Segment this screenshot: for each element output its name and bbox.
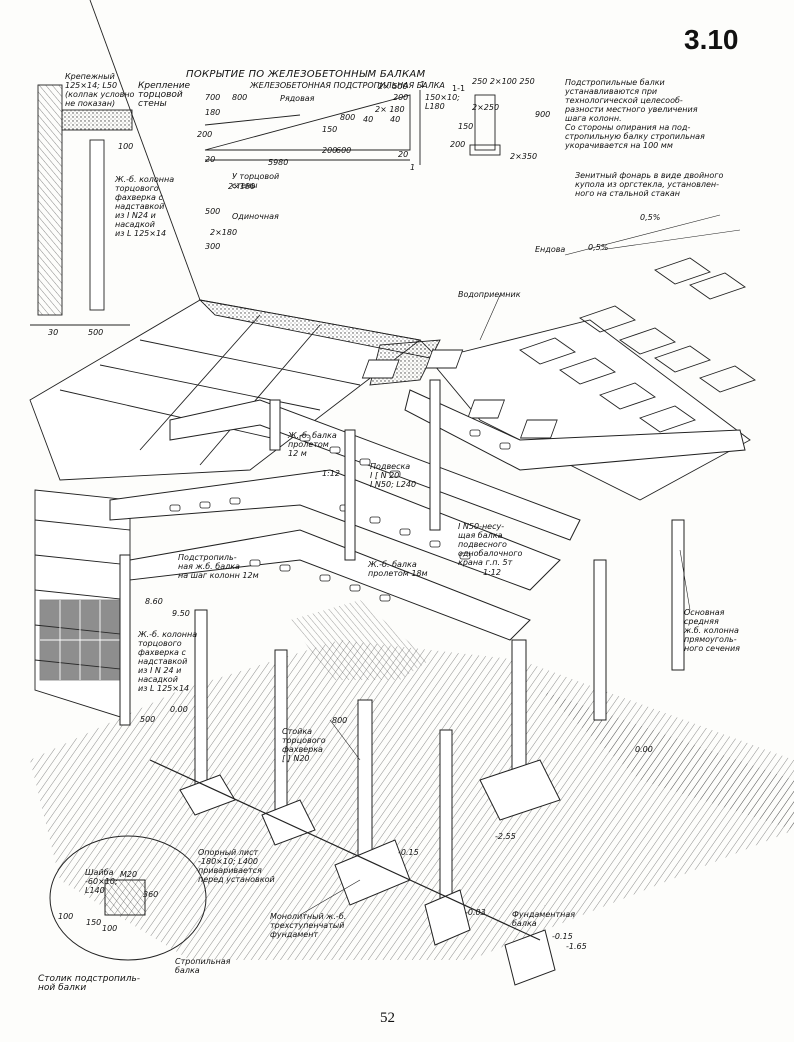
level-0-00-b: 0.00 — [635, 745, 653, 754]
section-mark: 1-1 — [452, 84, 466, 93]
end-wall-label: У торцовой стены — [232, 172, 280, 190]
beam-12m-label: Ж.-б. балка пролетом 12 м — [288, 431, 337, 458]
dim-180: 180 — [205, 108, 221, 117]
level-500: 500 — [140, 715, 156, 724]
page-number: 52 — [380, 1010, 395, 1026]
dim-2x180: 2×180 — [228, 182, 256, 191]
end-column-label: Ж.-б. колонна торцового фахверка с надст… — [138, 630, 198, 693]
single-label: Одиночная — [232, 212, 279, 221]
subbeams-note: Подстропильные балки устанавливаются при… — [565, 78, 705, 150]
end-wall-panels — [34, 489, 131, 721]
dim-200-beam: 200 — [322, 146, 338, 155]
dim-900: 900 — [535, 110, 551, 119]
dim-800-post: 800 — [332, 716, 348, 725]
truss-beam-label: Стропильная балка — [175, 957, 231, 975]
crane-beam-label: I N50-несу- щая балка подвесного однобал… — [458, 522, 523, 567]
dim-700: 700 — [205, 93, 221, 102]
dim-150-detail: 150 — [86, 918, 102, 927]
level-minus-0-15-b: -0.15 — [552, 932, 573, 941]
dim-250-2x100-250: 250 2×100 250 — [472, 77, 535, 86]
dim-200-section: 200 — [450, 140, 466, 149]
leader-lines — [299, 214, 741, 916]
dim-2x500: 2× 500 — [378, 82, 408, 91]
monolithic-foundation-label: Монолитный ж.-б. трехступенчатый фундаме… — [270, 912, 347, 939]
dim-150-beam: 150 — [322, 125, 338, 134]
dim-150-section: 150 — [458, 122, 474, 131]
slope-a: 0,5% — [588, 243, 609, 252]
bracket-label: Столик подстропиль- ной балки — [38, 974, 140, 993]
dim-2x350: 2×350 — [510, 152, 538, 161]
dim-2x180-beam: 2× 180 — [375, 105, 405, 114]
dim-200-top: 200 — [393, 93, 409, 102]
dim-100: 100 — [118, 142, 134, 151]
dim-200: 200 — [197, 130, 213, 139]
level-8-60: 8.60 — [145, 597, 163, 606]
slope-b: 0,5% — [640, 213, 661, 222]
level-minus-2-55: -2.55 — [495, 832, 516, 841]
skylight-note: Зенитный фонарь в виде двойного купола и… — [575, 171, 724, 198]
bolt-label: M20 — [120, 870, 138, 879]
detail-column-label: Ж.-б. колонна торцового фахверка с надст… — [115, 175, 175, 238]
dim-800: 800 — [232, 93, 248, 102]
drawing-title: ПОКРЫТИЕ ПО ЖЕЛЕЗОБЕТОННЫМ БАЛКАМ — [186, 69, 426, 80]
dim-40-a: 40 — [363, 115, 374, 124]
dim-2x250: 2×250 — [472, 103, 500, 112]
bearing-plate-label: Опорный лист -180×10; L400 приваривается… — [198, 848, 275, 884]
dim-20: 20 — [205, 155, 216, 164]
dim-100-detail-b: 100 — [102, 924, 118, 933]
dim-300: 300 — [205, 242, 221, 251]
dim-2x180-b: 2×180 — [210, 228, 238, 237]
roof-slabs — [29, 0, 442, 481]
mount-label: Крепежный 125×14; L50 (колпак условно не… — [65, 72, 135, 108]
dim-40-b: 40 — [390, 115, 401, 124]
foundations — [149, 759, 561, 986]
dim-500: 500 — [88, 328, 104, 337]
subbeam-12m-label: Подстропиль- ная ж.б. балка на шаг колон… — [178, 553, 259, 580]
dim-500-b: 500 — [205, 207, 221, 216]
dim-150x10: 150×10; — [425, 93, 460, 102]
dim-30: 30 — [48, 328, 59, 337]
mark-1-lower: 1 — [410, 163, 416, 172]
section-number: 3.10 — [684, 24, 739, 55]
beam-18m-label: Ж.-б. балка пролетом 18м — [368, 560, 428, 578]
foundation-beam-label: Фундаментная балка — [512, 910, 576, 928]
slope-1-12-a: 1:12 — [322, 469, 340, 478]
level-0-00-a: 0.00 — [170, 705, 188, 714]
dim-600-beam: 600 — [336, 146, 352, 155]
slope-1-12-b: 1:12 — [483, 568, 501, 577]
level-minus-0-15: -0.15 — [398, 848, 419, 857]
beam-subtitle: ЖЕЛЕЗОБЕТОННАЯ ПОДСТРОПИЛЬНАЯ БАЛКА — [250, 81, 445, 90]
detail-wall-section — [30, 84, 133, 326]
main-column-label: Основная средняя ж.б. колонна прямоуголь… — [684, 608, 740, 653]
dim-800-beam: 800 — [340, 113, 356, 122]
bracket-detail — [49, 835, 207, 961]
level-minus-0-03: -0.03 — [465, 908, 486, 917]
dim-100-detail: 100 — [58, 912, 74, 921]
beam-elevation — [204, 90, 501, 165]
end-wall-fixing-label: Крепление торцовой стены — [138, 81, 191, 109]
dim-5980: 5980 — [268, 158, 289, 167]
level-minus-1-65: -1.65 — [566, 942, 587, 951]
roof-drain-label: Водоприемник — [458, 290, 521, 299]
post-label: Стойка торцового фахверка [ ] N20 — [282, 727, 326, 763]
hanger-label: Подвеска I [ N 20 I N50; L240 — [370, 462, 417, 489]
row-label: Рядовая — [280, 94, 315, 103]
mark-1: 1 — [420, 80, 426, 89]
washer-label: Шайба -60×10; L140 — [85, 868, 118, 895]
level-9-50: 9.50 — [172, 609, 190, 618]
dim-l180: L180 — [425, 102, 445, 111]
columns — [119, 379, 685, 911]
dim-360: 360 — [143, 890, 159, 899]
dim-20-beam: 20 — [398, 150, 409, 159]
valley-label: Ендова — [535, 245, 566, 254]
